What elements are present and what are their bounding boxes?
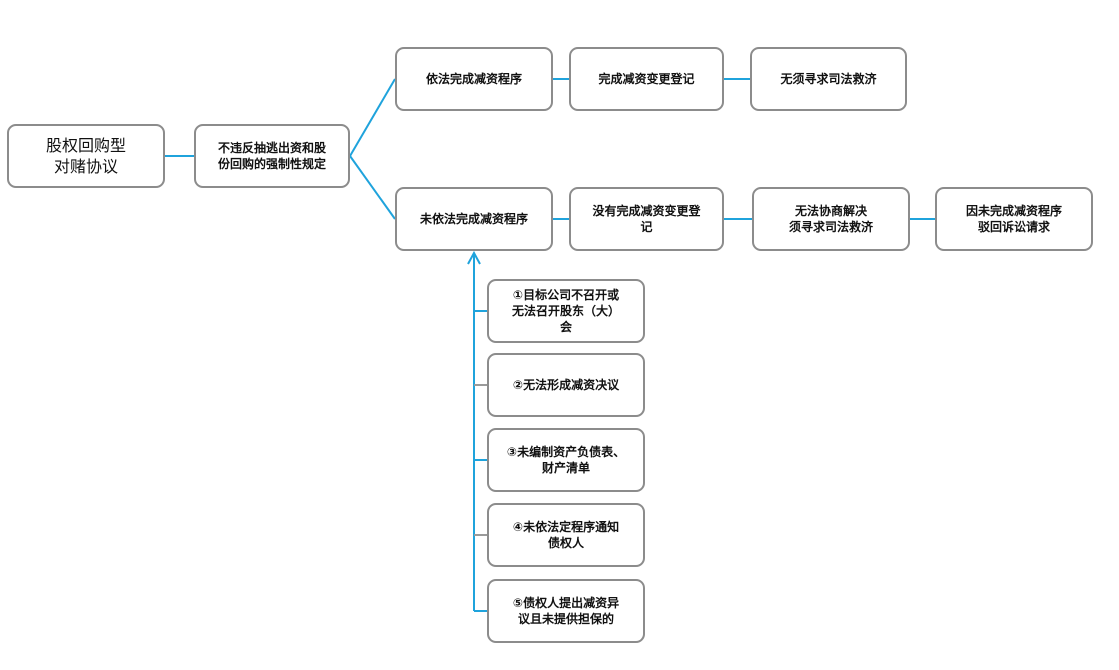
no-step3-node: 因未完成减资程序 驳回诉讼请求 xyxy=(935,187,1093,251)
yes-step2-label: 无须寻求司法救济 xyxy=(780,72,877,86)
branch-no-node: 未依法完成减资程序 xyxy=(395,187,553,251)
connector-condition-yes xyxy=(349,78,396,157)
reason-label-3: ③未编制资产负债表、 财产清单 xyxy=(506,445,626,475)
condition-node-label: 不违反抽逃出资和股 份回购的强制性规定 xyxy=(217,141,326,171)
no-step2-label: 无法协商解决 须寻求司法救济 xyxy=(788,204,873,234)
yes-step1-label: 完成减资变更登记 xyxy=(598,72,695,86)
yes-step1-node: 完成减资变更登记 xyxy=(569,47,724,111)
root-node: 股权回购型 对赌协议 xyxy=(7,124,165,188)
no-step2-node: 无法协商解决 须寻求司法救济 xyxy=(752,187,910,251)
reason-node-5: ⑤债权人提出减资异 议且未提供担保的 xyxy=(487,579,645,643)
yes-step2-node: 无须寻求司法救济 xyxy=(750,47,907,111)
branch-no-label: 未依法完成减资程序 xyxy=(419,212,528,226)
reason-node-4: ④未依法定程序通知 债权人 xyxy=(487,503,645,567)
reason-label-4: ④未依法定程序通知 债权人 xyxy=(512,520,620,550)
no-step1-label: 没有完成减资变更登 记 xyxy=(592,204,701,234)
no-step1-node: 没有完成减资变更登 记 xyxy=(569,187,724,251)
reason-label-1: ①目标公司不召开或 无法召开股东（大） 会 xyxy=(511,288,620,334)
connector-arrow-head xyxy=(467,250,481,265)
reason-label-2: ②无法形成减资决议 xyxy=(512,378,620,392)
reason-label-5: ⑤债权人提出减资异 议且未提供担保的 xyxy=(512,596,620,626)
reason-node-3: ③未编制资产负债表、 财产清单 xyxy=(487,428,645,492)
connector-condition-no xyxy=(349,155,396,220)
reason-node-2: ②无法形成减资决议 xyxy=(487,353,645,417)
branch-yes-label: 依法完成减资程序 xyxy=(425,72,522,86)
root-node-label: 股权回购型 对赌协议 xyxy=(45,136,126,176)
no-step3-label: 因未完成减资程序 驳回诉讼请求 xyxy=(965,204,1062,234)
branch-yes-node: 依法完成减资程序 xyxy=(395,47,553,111)
reason-node-1: ①目标公司不召开或 无法召开股东（大） 会 xyxy=(487,279,645,343)
condition-node: 不违反抽逃出资和股 份回购的强制性规定 xyxy=(194,124,350,188)
